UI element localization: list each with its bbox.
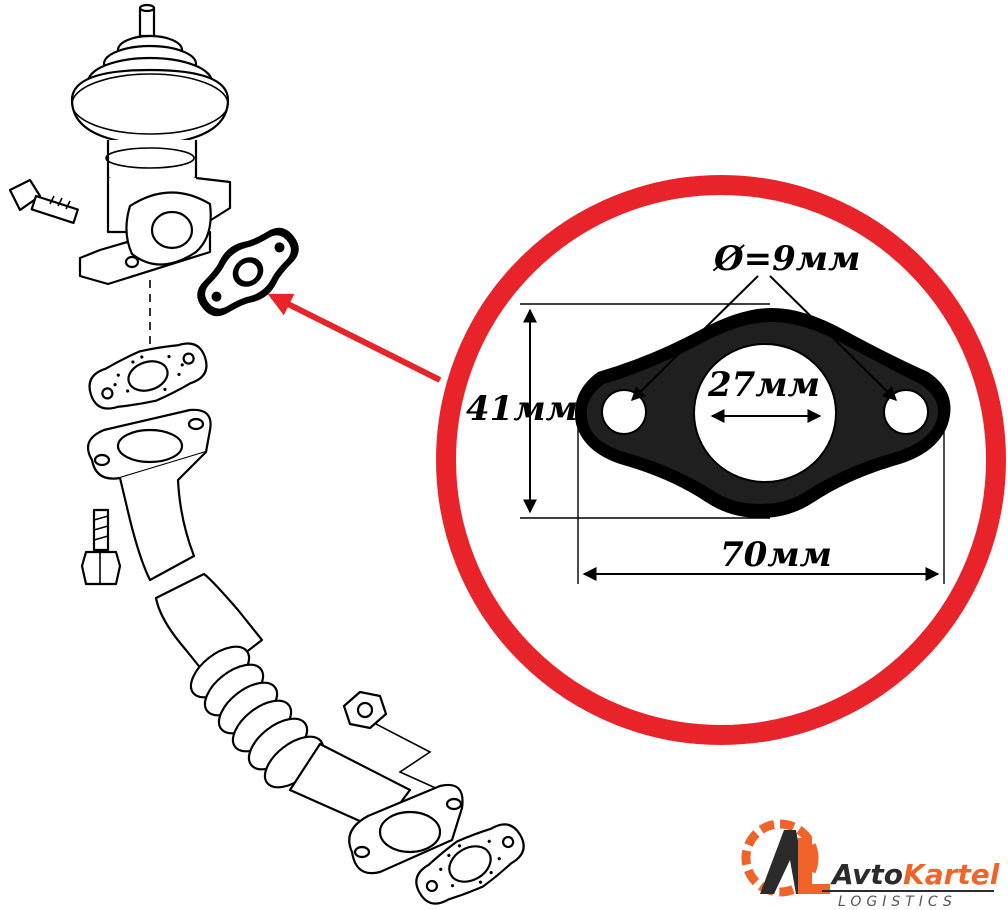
dimension-lines [520, 275, 945, 584]
gasket-bottom [415, 823, 525, 905]
brand-logo: AvtoKartel LOGISTICS [741, 819, 1000, 910]
label-width: 70мм [720, 535, 832, 575]
gasket-highlighted [197, 227, 299, 317]
egr-pipe [118, 451, 412, 832]
logo-subtitle: LOGISTICS [838, 894, 957, 910]
logo-mark [760, 830, 830, 894]
bolt-hole-right [883, 389, 929, 435]
bolt-hole-left [601, 389, 647, 435]
gasket-lower [88, 342, 208, 410]
nut [342, 690, 441, 791]
label-hole-diameter: Ø=9мм [712, 239, 860, 279]
corrugated-section [189, 645, 325, 789]
label-height: 41мм [466, 389, 578, 429]
egr-valve [70, 3, 232, 286]
label-bore-diameter: 27мм [707, 365, 820, 405]
logo-name: AvtoKartel [830, 858, 1000, 891]
bolt-upper [8, 178, 79, 225]
bolt-lower [80, 508, 122, 586]
pipe-flange-lower [348, 783, 464, 875]
pipe-flange-upper [86, 408, 212, 480]
pointer-arrow [267, 293, 442, 383]
